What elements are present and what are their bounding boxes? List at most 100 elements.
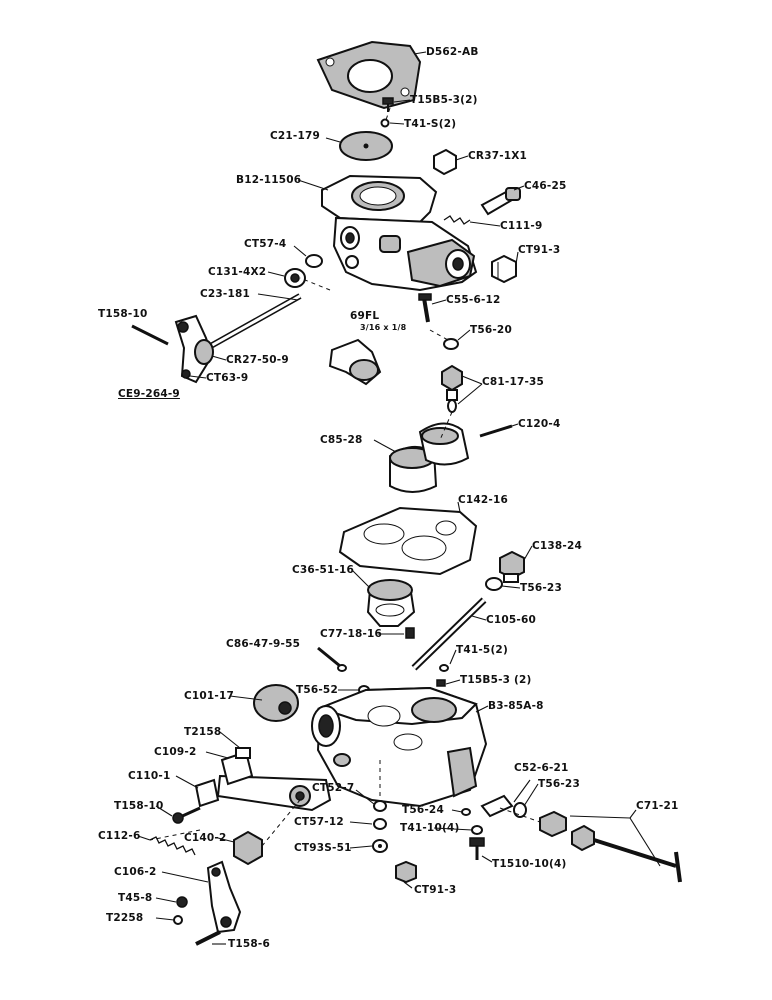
gasket-c142-16 (338, 506, 478, 576)
washer-ct57-4 (305, 254, 323, 268)
label-t41-s-top: T41-S(2) (404, 118, 457, 130)
plug-c138-24 (499, 550, 525, 583)
washer-t56-20 (443, 338, 459, 350)
label-ct93s-51: CT93S-51 (294, 842, 352, 854)
screw-c46-25 (480, 187, 521, 216)
label-c85-28: C85-28 (320, 434, 363, 446)
fuel-bowl-b3-85a-8 (311, 686, 488, 808)
washer-t41-5-bot (439, 664, 449, 672)
plug-ct91-3-top (491, 254, 517, 284)
screw-t1510-10 (469, 837, 485, 860)
label-c23-181: C23-181 (200, 288, 250, 300)
label-t56-52: T56-52 (296, 684, 338, 696)
label-ct52-7: CT52-7 (312, 782, 355, 794)
label-c131-4x2: C131-4X2 (208, 266, 267, 278)
label-t56-20: T56-20 (470, 324, 512, 336)
spring-c111-9 (443, 215, 471, 225)
plug-ct91-3-bot (395, 860, 417, 884)
nut-cr37-1x1 (433, 148, 457, 176)
label-t2158: T2158 (184, 726, 222, 738)
label-t56-23-mid: T56-23 (520, 582, 562, 594)
nut-t2258 (173, 915, 183, 925)
washer-t41-s-top (380, 118, 390, 128)
label-ct63-9: CT63-9 (206, 372, 249, 384)
label-c105-60: C105-60 (486, 614, 536, 626)
label-t56-24: T56-24 (402, 804, 444, 816)
label-ct57-12: CT57-12 (294, 816, 344, 828)
label-ce9-264-9: CE9-264-9 (118, 388, 180, 400)
screw-c52-6-21 (480, 794, 514, 818)
venturi-c36-51-16 (366, 579, 416, 627)
label-c52-6-21: C52-6-21 (514, 762, 569, 774)
float-c85-28 (389, 422, 470, 493)
spring-c112-6 (149, 836, 196, 856)
label-t41-5-bot: T41-5(2) (456, 644, 508, 656)
label-c86-47-9-55: C86-47-9-55 (226, 638, 301, 650)
plug-ct52-7 (373, 800, 387, 812)
throttle-shaft-c23-181 (174, 293, 302, 384)
label-t15b5-3-bot: T15B5-3 (2) (460, 674, 532, 686)
label-c142-16: C142-16 (458, 494, 508, 506)
label-ct91-3-top: CT91-3 (518, 244, 561, 256)
pin-c120-4 (479, 424, 513, 438)
label-c81-17-35: C81-17-35 (482, 376, 545, 388)
elbow-fitting-69fl (328, 338, 382, 386)
label-ct91-3-bot: CT91-3 (414, 884, 457, 896)
washer-t45-8 (176, 896, 188, 908)
label-69fl: 69FL (350, 310, 380, 322)
label-c109-2: C109-2 (154, 746, 197, 758)
jet-c77-18-16 (405, 627, 415, 639)
screw-t158-10-top (131, 324, 169, 346)
bracket-t2158 (235, 747, 251, 759)
gasket-d562-ab (316, 40, 422, 110)
washer-ct57-12 (373, 818, 387, 830)
clip-c110-1 (194, 778, 220, 808)
label-t158-10-top: T158-10 (98, 308, 148, 320)
screw-c55-6-12 (418, 293, 432, 323)
label-c71-21: C71-21 (636, 800, 679, 812)
label-c111-9: C111-9 (500, 220, 543, 232)
label-t56-23-bot: T56-23 (538, 778, 580, 790)
leader-lines (137, 51, 661, 945)
label-d562-ab: D562-AB (426, 46, 479, 58)
label-b3-85a-8: B3-85A-8 (488, 700, 544, 712)
washer-t41-10 (471, 825, 483, 835)
label-t158-10-bot: T158-10 (114, 800, 164, 812)
label-c120-4: C120-4 (518, 418, 561, 430)
throttle-body-b12-11506 (321, 174, 478, 292)
washer-t56-24 (461, 808, 471, 816)
screw-t15b5-3-bot (436, 679, 446, 687)
label-cr37-1x1: CR37-1X1 (468, 150, 528, 162)
label-c101-17: C101-17 (184, 690, 234, 702)
nut-c140-2 (233, 830, 263, 866)
plate-c101-17 (253, 684, 299, 722)
label-c106-2: C106-2 (114, 866, 157, 878)
label-c46-25: C46-25 (524, 180, 567, 192)
label-t45-8: T45-8 (118, 892, 153, 904)
label-c55-6-12: C55-6-12 (446, 294, 501, 306)
label-c36-51-16: C36-51-16 (292, 564, 355, 576)
label-c112-6: C112-6 (98, 830, 141, 842)
needle-seat-c81-17-35 (441, 364, 463, 413)
screw-t158-6 (195, 930, 221, 946)
label-c21-179: C21-179 (270, 130, 320, 142)
label-c138-24: C138-24 (532, 540, 582, 552)
lever-c106-2 (206, 860, 242, 934)
screw-t15b5-3-top (382, 97, 394, 112)
label-cr27-50-9: CR27-50-9 (226, 354, 289, 366)
label-t158-6: T158-6 (228, 938, 270, 950)
label-ct57-4: CT57-4 (244, 238, 287, 250)
tube-c86-47-9-55 (317, 646, 341, 668)
label-c77-18-16: C77-18-16 (320, 628, 383, 640)
label-t1510-10: T1510-10(4) (492, 858, 567, 870)
label-b12-11506: B12-11506 (236, 174, 302, 186)
label-69fl-dims: 3/16 x 1/8 (360, 323, 407, 332)
washer-t56-23-mid (485, 577, 503, 591)
needle-valve-c71-21 (539, 810, 682, 883)
label-t15b5-3-top: T15B5-3(2) (410, 94, 478, 106)
label-c110-1: C110-1 (128, 770, 171, 782)
lever-c109-2 (216, 750, 332, 812)
label-c140-2: C140-2 (184, 832, 227, 844)
